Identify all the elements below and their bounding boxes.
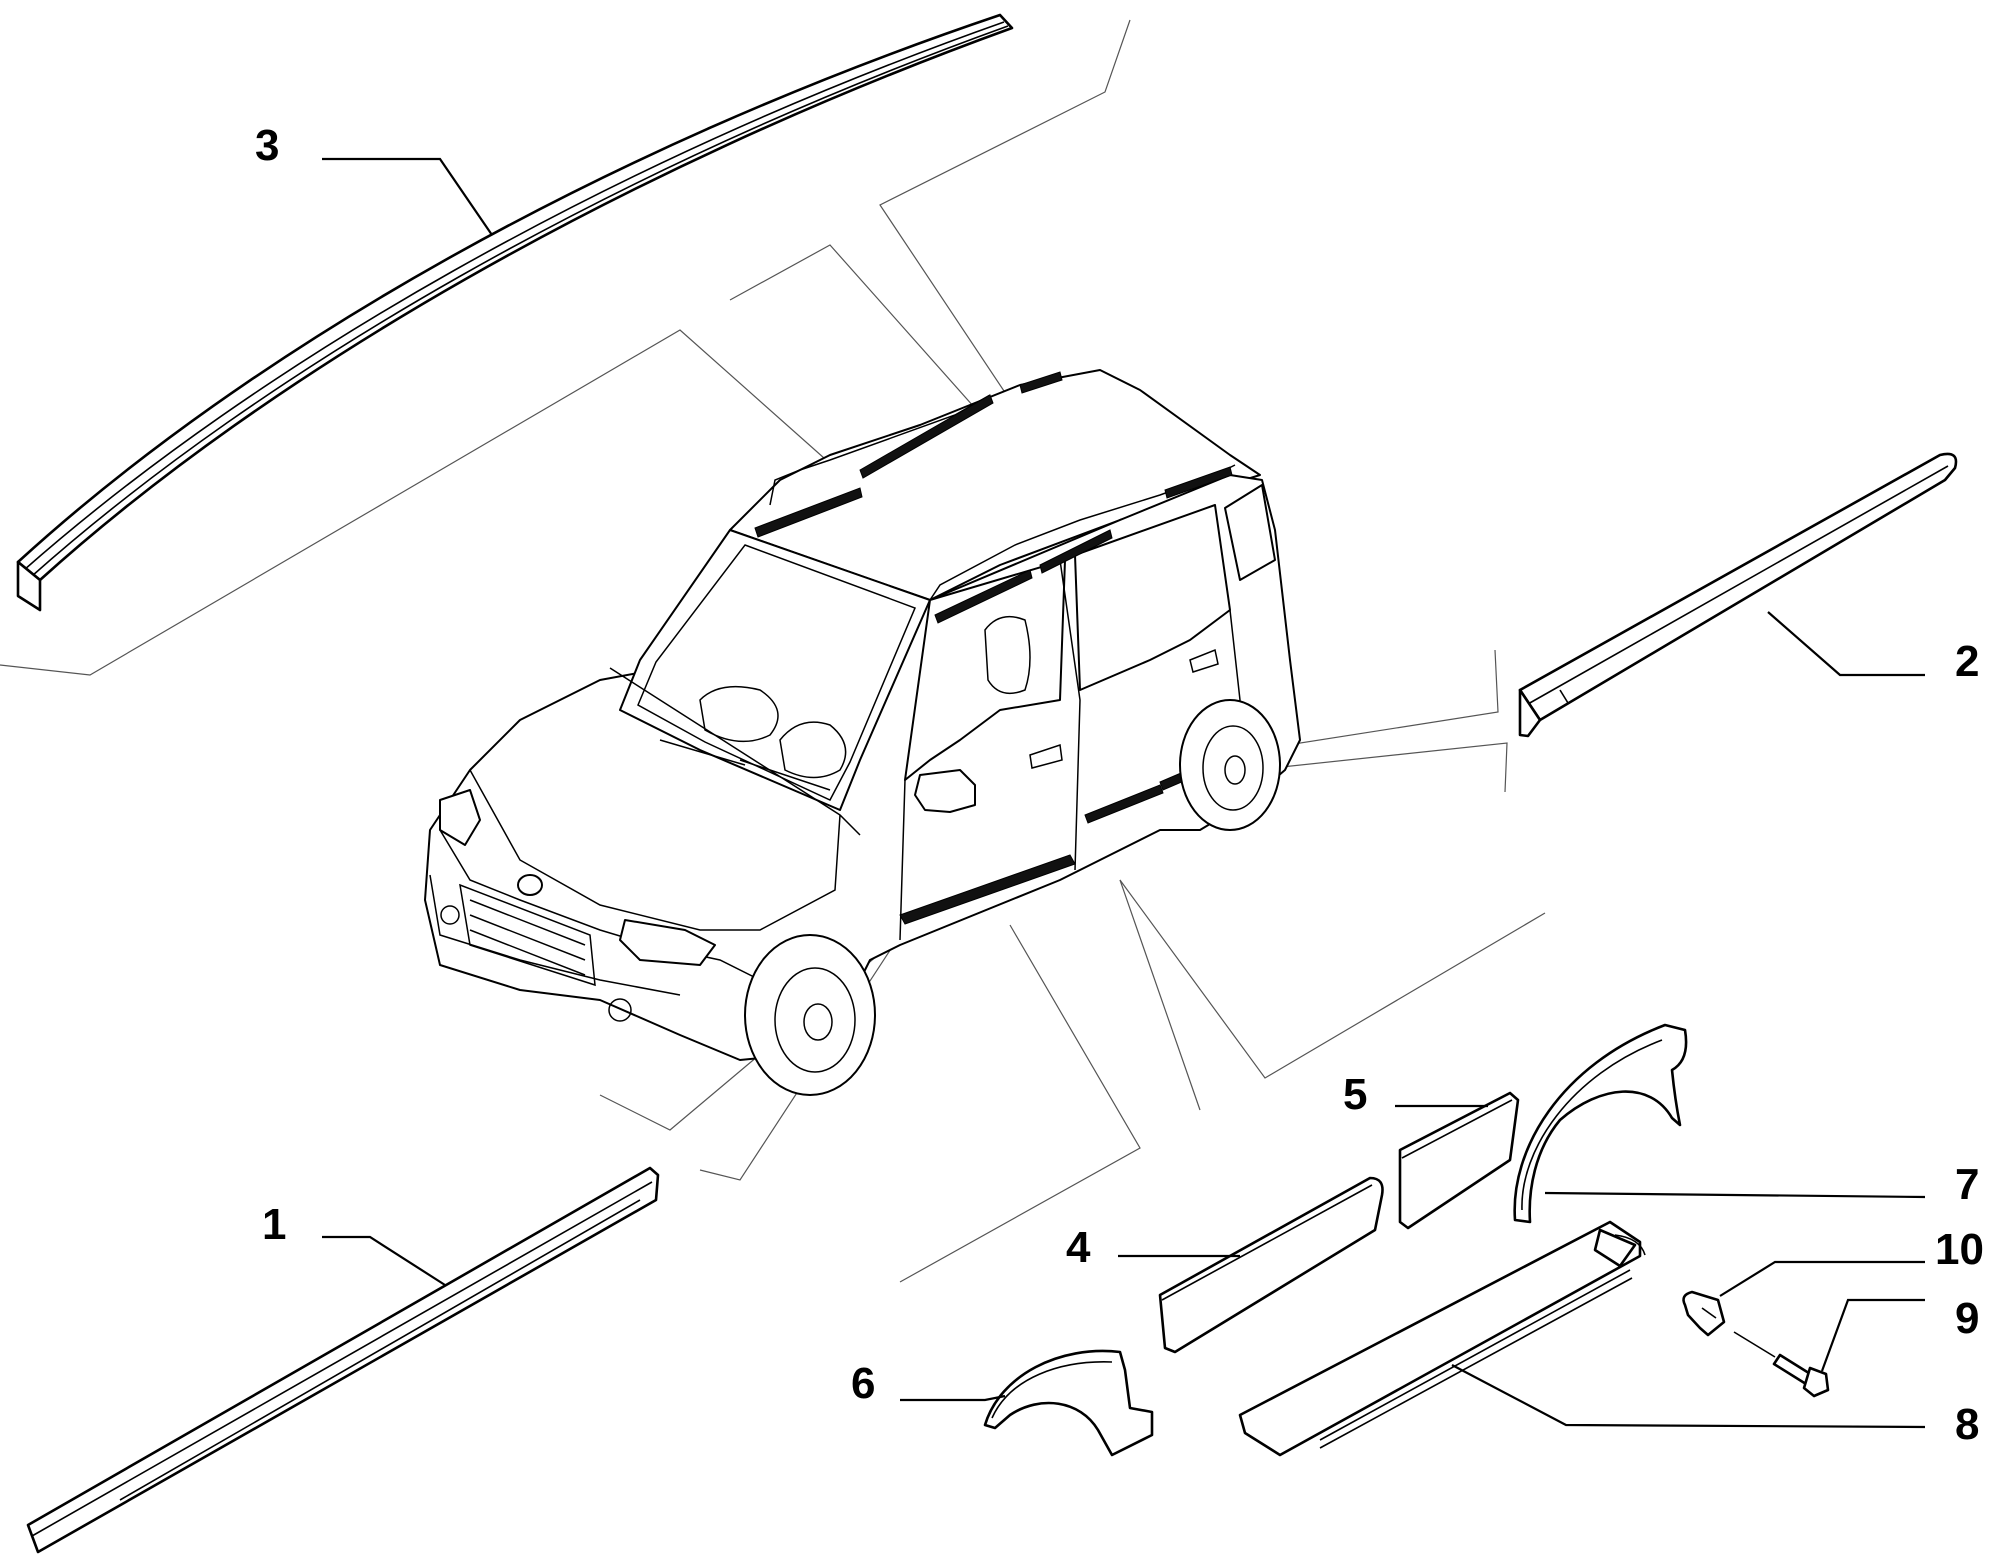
guide-lines [0, 19, 1546, 1283]
part-roof-moulding [16, 13, 1014, 612]
callout-4: 4 [1066, 1223, 1091, 1272]
callout-9: 9 [1955, 1294, 1980, 1343]
callout-2: 2 [1955, 637, 1980, 686]
part-front-door-strip [1158, 1176, 1384, 1354]
callout-6: 6 [851, 1359, 876, 1408]
callout-7: 7 [1955, 1160, 1980, 1209]
part-rear-door-strip [1398, 1091, 1520, 1230]
part-front-sill-moulding [26, 1166, 660, 1554]
part-rear-sill-moulding [1518, 452, 1958, 738]
callout-1: 1 [262, 1200, 287, 1249]
callout-8: 8 [1955, 1400, 1980, 1449]
car-illustration [424, 369, 1301, 1096]
part-screw [1733, 1331, 1830, 1398]
part-side-skirt [1238, 1220, 1646, 1457]
callout-10: 10 [1935, 1225, 1984, 1274]
part-rear-wheel-arch [1513, 1023, 1688, 1224]
callout-3: 3 [255, 121, 280, 170]
part-front-wheel-arch [983, 1349, 1154, 1457]
callout-5: 5 [1343, 1070, 1368, 1119]
leader-lines [322, 157, 1926, 1429]
part-clip [1682, 1290, 1726, 1337]
